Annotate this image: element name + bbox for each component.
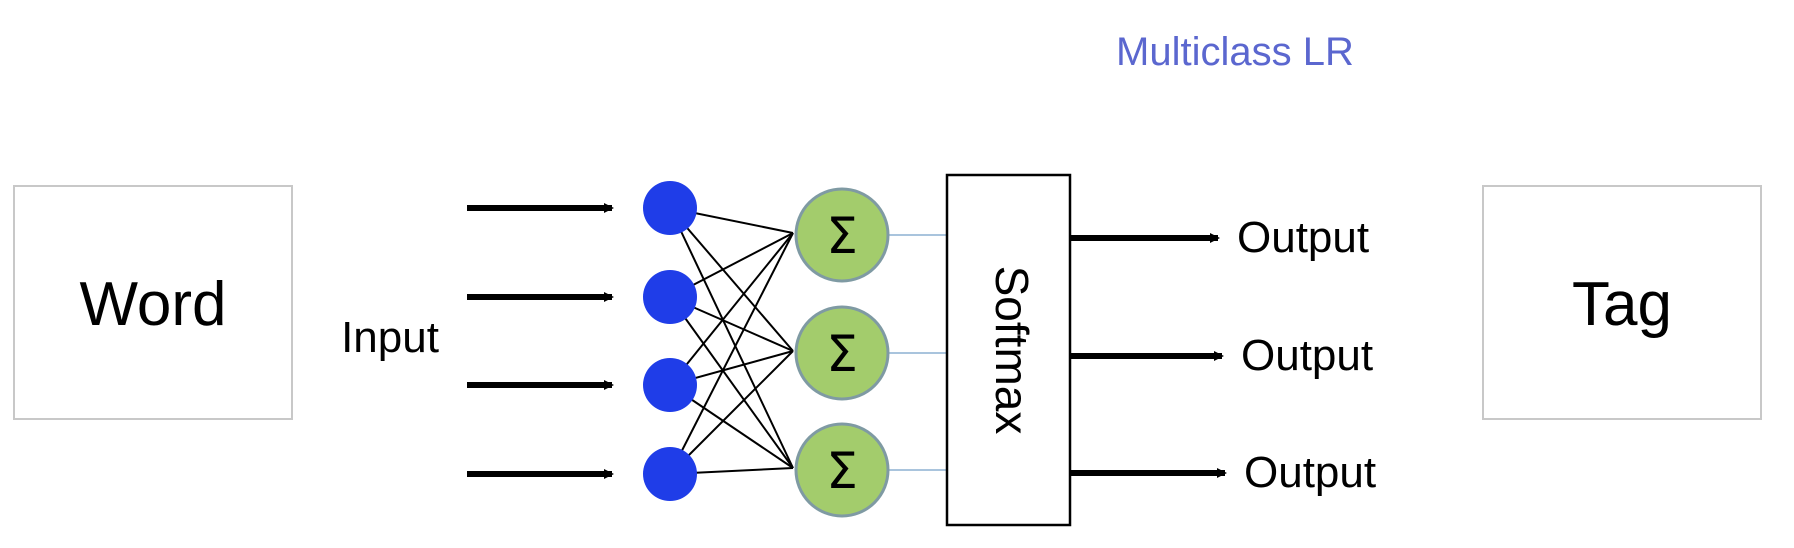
network-links <box>669 207 794 475</box>
tag-box <box>1482 185 1762 420</box>
softmax-label: Softmax <box>986 266 1038 435</box>
word-box <box>13 185 293 420</box>
softmax-box <box>945 173 1072 527</box>
sum-node: Σ <box>794 187 890 283</box>
sum-symbol: Σ <box>826 325 858 383</box>
output-arrows <box>1071 233 1227 478</box>
sum-node: Σ <box>794 422 890 518</box>
input-nodes <box>643 181 697 501</box>
output-label: Output <box>1244 448 1376 497</box>
network-link <box>669 296 794 469</box>
network-link <box>669 232 794 386</box>
tag-label: Tag <box>1572 270 1672 339</box>
input-node <box>643 358 697 412</box>
output-label: Output <box>1241 331 1373 380</box>
network-link <box>669 350 794 475</box>
softmax-links <box>888 234 947 471</box>
sum-symbol: Σ <box>826 207 858 265</box>
input-node <box>643 181 697 235</box>
input-label: Input <box>341 313 439 362</box>
input-arrows <box>467 203 614 479</box>
word-label: Word <box>79 270 226 339</box>
input-node <box>643 270 697 324</box>
network-link <box>669 207 794 469</box>
input-node <box>643 447 697 501</box>
sum-node: Σ <box>794 305 890 401</box>
sum-nodes: Σ Σ Σ <box>794 187 890 518</box>
output-label: Output <box>1237 213 1369 262</box>
diagram-title: Multiclass LR <box>1116 30 1354 74</box>
network-link <box>669 207 794 352</box>
sum-symbol: Σ <box>826 442 858 500</box>
network-link <box>669 232 794 475</box>
